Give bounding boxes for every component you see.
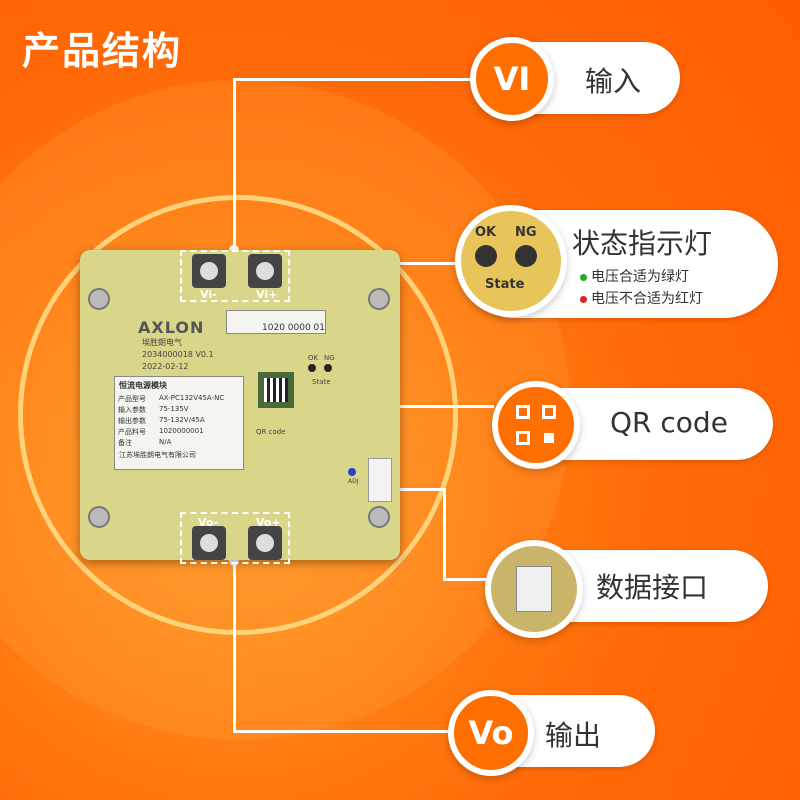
brand-cn: 埃胜朗电气 (142, 338, 182, 347)
spec-value: 75-132V/45A (159, 416, 205, 424)
green-dot-icon (580, 273, 587, 281)
data-port-badge (485, 540, 583, 638)
vi-label: 输入 (585, 65, 642, 98)
state-text: State (485, 277, 525, 292)
spec-key: 输出参数 (118, 417, 146, 425)
vi-plus-terminal (248, 254, 282, 288)
state-label: State (312, 378, 331, 386)
qr-code-icon (516, 405, 556, 445)
state-line-green: 电压合适为绿灯 (580, 266, 689, 286)
green-line-text: 电压合适为绿灯 (591, 269, 689, 285)
qr-badge (492, 381, 580, 469)
state-line-red: 电压不合适为红灯 (580, 288, 703, 308)
spec-key: 备注 (118, 439, 132, 447)
serial-sticker: 1020 0000 01 (226, 310, 326, 334)
vo-minus-terminal (192, 526, 226, 560)
highlight-ring (18, 195, 458, 635)
brand-logo: AXLON (138, 318, 205, 337)
vi-plus-label: Vi+ (256, 288, 278, 301)
company-name: 江苏埃胜朗电气有限公司 (119, 451, 196, 459)
data-port-connector (368, 458, 392, 502)
vi-minus-label: Vi- (200, 288, 217, 301)
vo-plus-label: Vo+ (256, 516, 281, 529)
data-connector-line-h (443, 578, 493, 581)
ok-led (308, 364, 316, 372)
state-connector-line-h (357, 262, 467, 265)
qr-label: QR code (256, 428, 286, 436)
page-title: 产品结构 (22, 29, 183, 73)
ng-led (324, 364, 332, 372)
vo-connector-line-h (233, 730, 463, 733)
ok-led-icon (475, 245, 497, 267)
spec-value: 75-135V (159, 405, 189, 413)
spec-key: 输入参数 (118, 406, 146, 414)
state-ok-text: OK (475, 225, 497, 240)
ng-led-icon (515, 245, 537, 267)
screw-icon (368, 288, 390, 310)
board-date: 2022-02-12 (142, 362, 189, 371)
power-module-board: Vi- Vi+ Vo- Vo+ AXLON 埃胜朗电气 2034000018 V… (80, 250, 400, 564)
adj-potentiometer (348, 468, 356, 476)
spec-sticker: 恒流电源模块 产品型号 AX-PC132V45A-NC 输入参数 75-135V 输… (114, 376, 244, 470)
spec-value: 1020000001 (159, 427, 204, 435)
qr-label-text: QR code (610, 406, 728, 439)
vi-terminal-frame (180, 250, 290, 302)
vo-label: 输出 (545, 719, 602, 752)
spec-value: AX-PC132V45A-NC (159, 394, 225, 402)
spec-key: 产品型号 (118, 395, 146, 403)
screw-icon (368, 506, 390, 528)
vi-badge: VI (470, 37, 554, 121)
vo-connector-line (233, 560, 236, 732)
serial-number: 1020 0000 01 (262, 323, 325, 333)
vo-badge: Vo (448, 690, 534, 776)
data-label-text: 数据接口 (596, 571, 709, 604)
qr-code-icon (258, 372, 294, 408)
state-led-badge: OK NG State (455, 205, 567, 317)
spec-value: N/A (159, 438, 172, 446)
state-ng-text: NG (515, 225, 537, 240)
vo-plus-terminal (248, 526, 282, 560)
vo-minus-label: Vo- (198, 516, 219, 529)
ng-label: NG (324, 354, 335, 362)
data-connector-line (443, 488, 446, 580)
state-label-title: 状态指示灯 (572, 227, 713, 260)
vi-connector-line-h (233, 78, 483, 81)
spec-title: 恒流电源模块 (119, 381, 167, 390)
board-code: 2034000018 V0.1 (142, 350, 214, 359)
connector-icon (516, 566, 552, 612)
vi-connector-line (233, 78, 236, 248)
vo-terminal-frame (180, 512, 290, 564)
ok-label: OK (308, 354, 319, 362)
spec-key: 产品料号 (118, 428, 146, 436)
vo-connector-dot (229, 556, 239, 566)
vi-minus-terminal (192, 254, 226, 288)
adj-label: ADJ (348, 478, 359, 485)
red-line-text: 电压不合适为红灯 (591, 291, 703, 307)
red-dot-icon (580, 295, 587, 303)
screw-icon (88, 288, 110, 310)
screw-icon (88, 506, 110, 528)
data-connector-line-top (385, 488, 445, 491)
